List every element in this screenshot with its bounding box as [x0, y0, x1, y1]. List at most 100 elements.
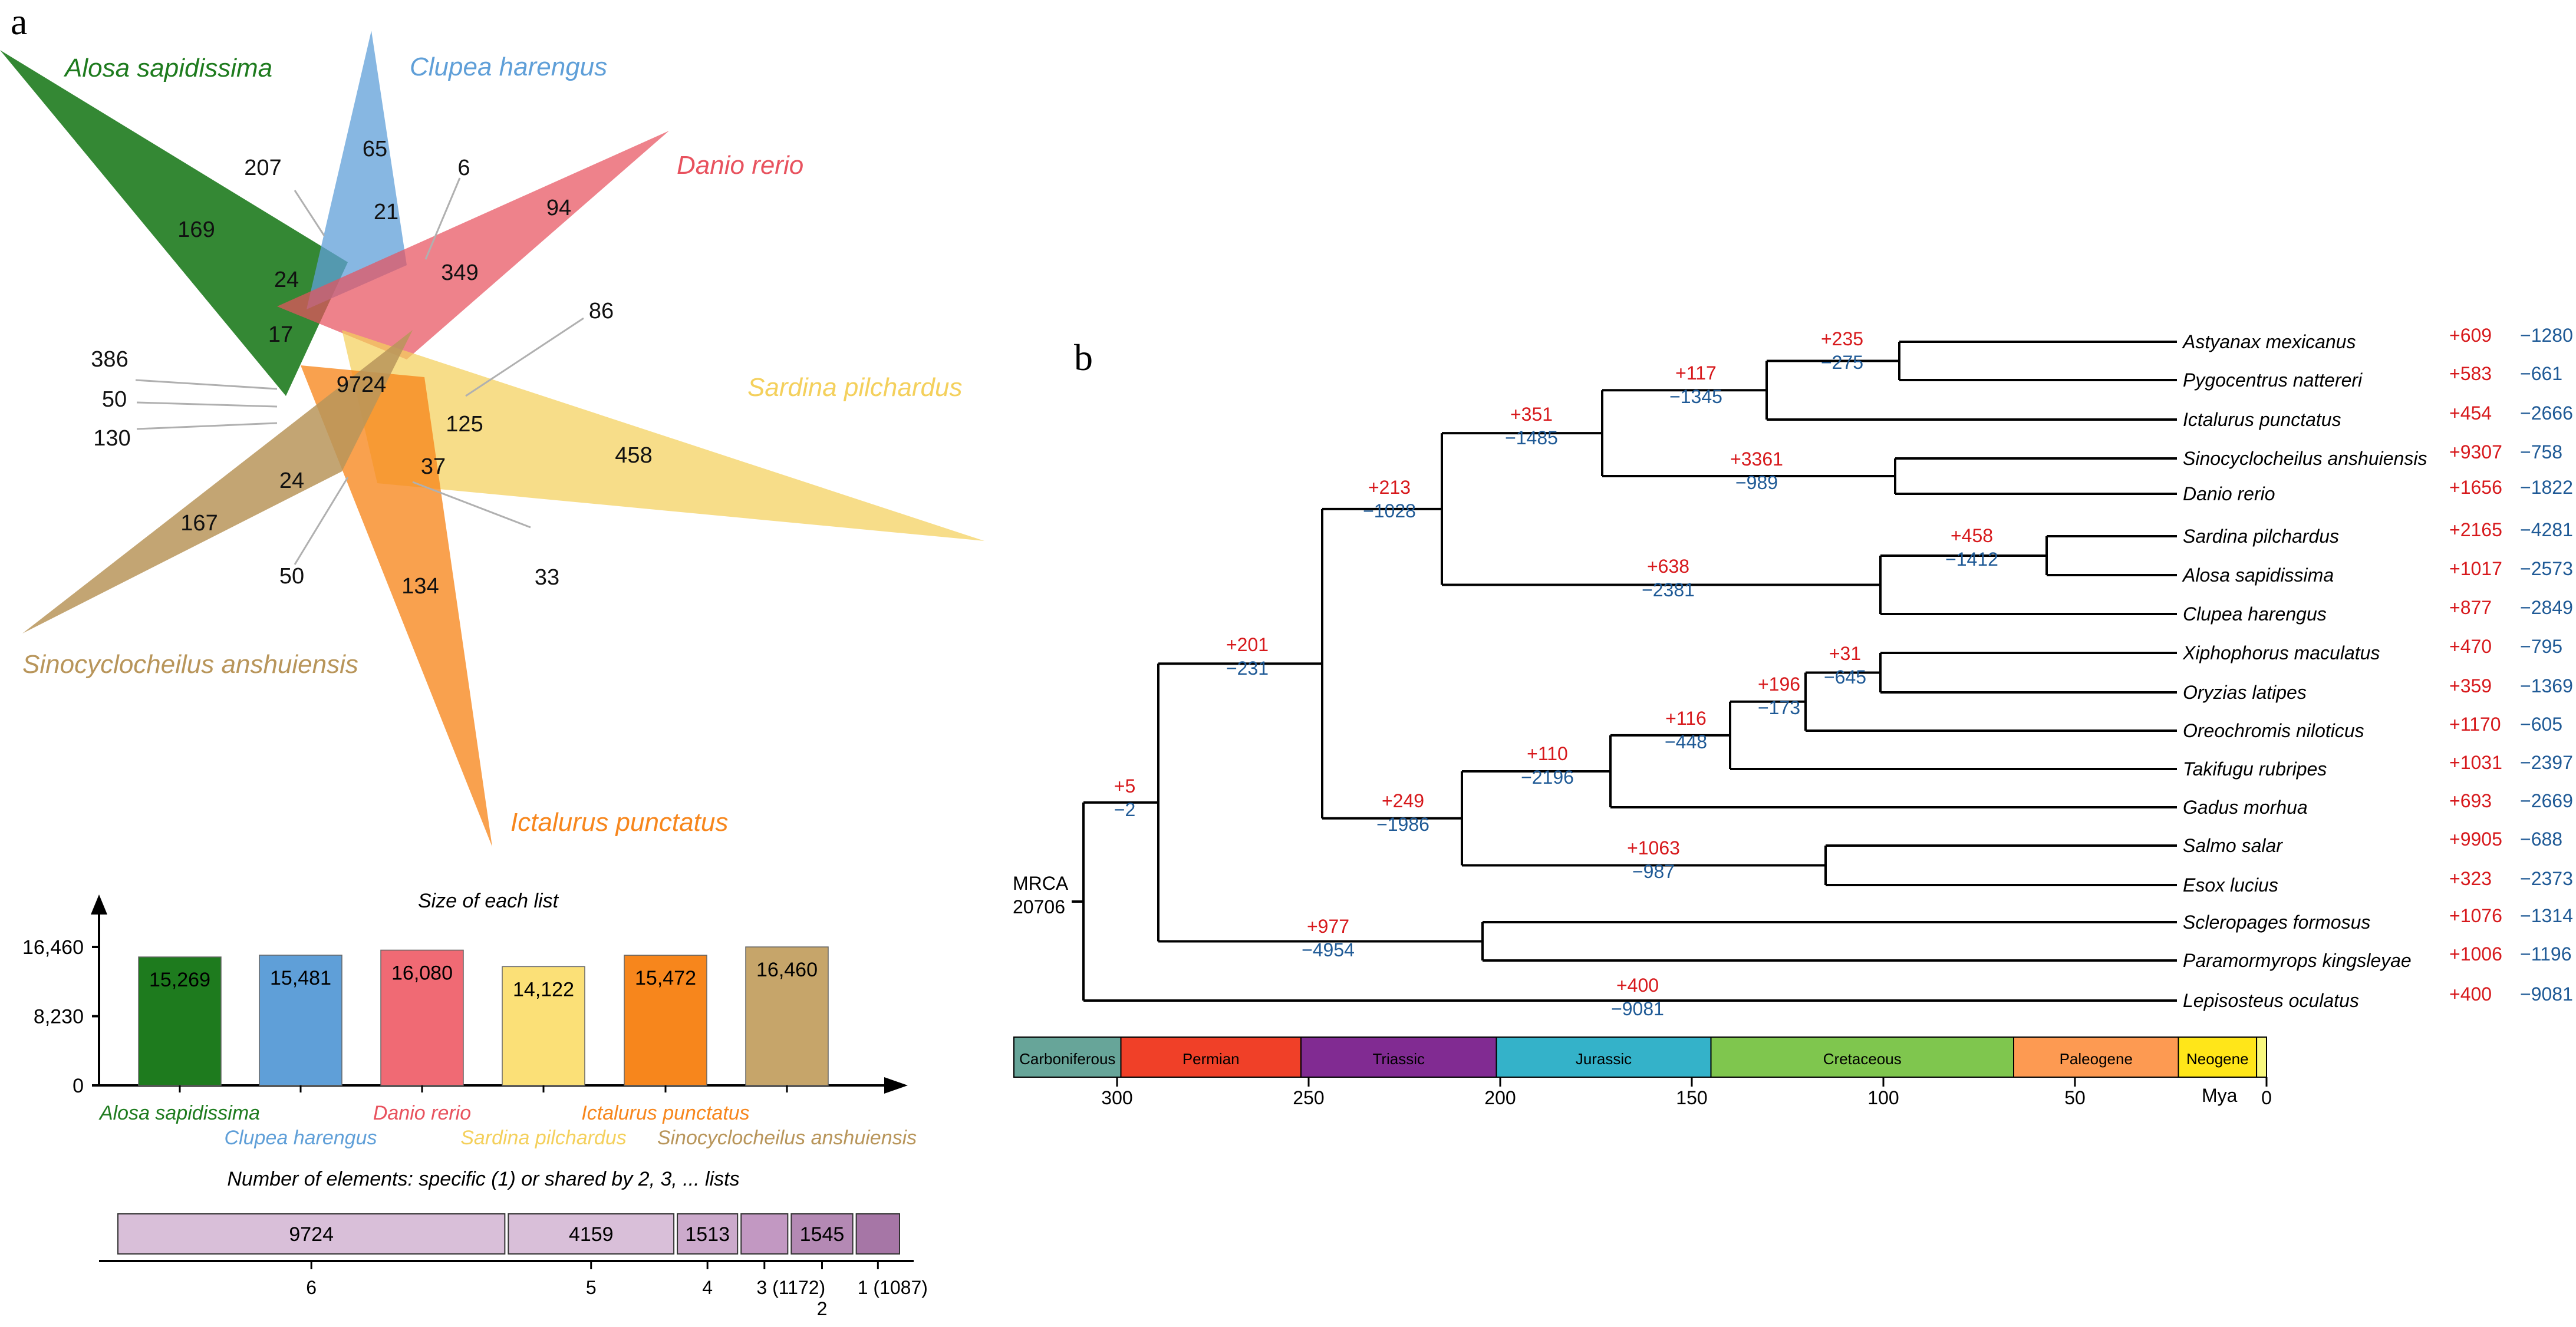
- shared-segment: [855, 1213, 900, 1255]
- node-loss-label: −989: [1735, 472, 1778, 493]
- venn-label-ictalurus: Ictalurus punctatus: [510, 808, 728, 837]
- period-name: Triassic: [1372, 1050, 1425, 1068]
- venn-count: 65: [363, 137, 387, 161]
- leader-line: [294, 477, 349, 565]
- bar: [138, 956, 222, 1086]
- taxon-name: Sardina pilchardus: [2183, 526, 2339, 547]
- node-loss-label: −1345: [1669, 386, 1722, 407]
- time-tick-label: 200: [1484, 1087, 1516, 1108]
- node-loss-label: −2381: [1642, 579, 1695, 600]
- venn-count: 33: [535, 565, 559, 590]
- shared-tick-label: 1 (1087): [858, 1277, 928, 1298]
- leader-line: [135, 379, 278, 390]
- taxon-name: Ictalurus punctatus: [2183, 409, 2341, 430]
- shared-tick-label: 4: [702, 1277, 713, 1298]
- shared-segment-label: 1545: [800, 1223, 845, 1246]
- time-tick-label: 100: [1867, 1087, 1899, 1108]
- node-gain-label: +110: [1527, 743, 1568, 764]
- node-loss-label: −645: [1824, 666, 1866, 688]
- node-gain-label: +3361: [1730, 448, 1783, 470]
- shared-segment: [677, 1213, 739, 1255]
- shared-segment: [740, 1213, 789, 1255]
- venn-count: 9724: [337, 372, 387, 397]
- leader-line: [136, 422, 278, 430]
- leader-line: [136, 401, 278, 408]
- node-gain-label: +31: [1829, 643, 1861, 664]
- taxon-gain: +2165: [2449, 519, 2502, 540]
- venn-shape-sino: [22, 330, 413, 633]
- taxon-loss: −1369: [2520, 675, 2573, 696]
- time-tick-label: 0: [2261, 1087, 2272, 1108]
- node-loss-label: −1028: [1363, 500, 1416, 521]
- period-name: Carboniferous: [1019, 1050, 1115, 1068]
- taxon-gain: +9905: [2449, 828, 2502, 850]
- taxon-loss: −605: [2520, 714, 2562, 735]
- venn-shape-ictalurus: [301, 365, 492, 847]
- taxon-loss: −1280: [2520, 325, 2573, 346]
- venn-label-sardina: Sardina pilchardus: [747, 373, 962, 402]
- y-tick-label: 0: [73, 1075, 84, 1097]
- leader-line: [465, 317, 584, 397]
- venn-count: 21: [374, 200, 398, 225]
- venn-count: 50: [102, 387, 127, 412]
- venn-count: 24: [274, 268, 299, 292]
- time-tick-label: 300: [1101, 1087, 1132, 1108]
- taxon-name: Pygocentrus nattereri: [2183, 369, 2363, 391]
- leader-line: [294, 190, 325, 236]
- venn-count: 130: [93, 426, 130, 451]
- node-gain-label: +351: [1510, 404, 1553, 425]
- taxon-name: Esox lucius: [2183, 874, 2278, 896]
- time-tick-label: 150: [1676, 1087, 1707, 1108]
- node-loss-label: −275: [1821, 352, 1863, 373]
- taxon-name: Sinocyclocheilus anshuiensis: [2183, 448, 2427, 469]
- shared-segment: [790, 1213, 854, 1255]
- venn-count: 37: [421, 454, 446, 479]
- bar-value-label: 15,481: [270, 967, 331, 989]
- y-tick-label: 8,230: [34, 1006, 84, 1028]
- taxon-gain: +454: [2449, 402, 2492, 424]
- taxon-name: Alosa sapidissima: [2182, 565, 2334, 586]
- shared-segment-label: 4159: [569, 1223, 614, 1246]
- venn-count: 134: [401, 574, 439, 599]
- venn-count: 386: [91, 347, 128, 372]
- root-label-line1: MRCA: [1013, 873, 1069, 894]
- taxon-loss: −2397: [2520, 752, 2573, 773]
- phylogenetic-tree: [1072, 341, 2177, 1002]
- venn-count: 94: [546, 196, 571, 220]
- taxon-name: Scleropages formosus: [2183, 912, 2370, 933]
- taxon-gain: +1076: [2449, 905, 2502, 926]
- taxon-name: Salmo salar: [2183, 835, 2283, 856]
- period-name: Jurassic: [1576, 1050, 1632, 1068]
- taxon-name: Paramormyrops kingsleyae: [2183, 950, 2412, 971]
- venn-diagram: [0, 31, 984, 847]
- taxon-gain: +1031: [2449, 752, 2502, 773]
- taxon-loss: −688: [2520, 828, 2562, 850]
- bar-category-label: Danio rerio: [373, 1102, 471, 1124]
- node-gain-label: +213: [1368, 477, 1411, 498]
- taxon-loss: −2669: [2520, 790, 2573, 811]
- taxon-loss: −9081: [2520, 983, 2573, 1005]
- bar: [259, 955, 342, 1086]
- taxon-loss: −2849: [2520, 597, 2573, 618]
- time-tick-label: 50: [2064, 1087, 2086, 1108]
- venn-count: 167: [180, 511, 218, 536]
- node-gain-label: +201: [1226, 634, 1269, 655]
- bar-category-label: Clupea harengus: [225, 1127, 377, 1149]
- node-gain-label: +117: [1675, 362, 1717, 384]
- period-band: [1300, 1036, 1497, 1078]
- taxon-name: Astyanax mexicanus: [2182, 331, 2356, 352]
- node-gain-label: +235: [1821, 328, 1863, 349]
- node-gain-label: +249: [1382, 790, 1424, 811]
- taxon-loss: −2573: [2520, 558, 2573, 579]
- taxon-gain: +323: [2449, 868, 2492, 889]
- taxon-name: Lepisosteus oculatus: [2183, 990, 2359, 1011]
- taxon-gain: +877: [2449, 597, 2492, 618]
- taxon-gain: +1656: [2449, 477, 2502, 498]
- panel-b-letter: b: [1074, 336, 1093, 378]
- taxon-name: Gadus morhua: [2183, 797, 2308, 818]
- shared-segment-label: 1513: [685, 1223, 730, 1246]
- shared-segment: [117, 1213, 506, 1255]
- panel-a-letter: a: [11, 1, 27, 42]
- shared-tick-label: 6: [306, 1277, 317, 1298]
